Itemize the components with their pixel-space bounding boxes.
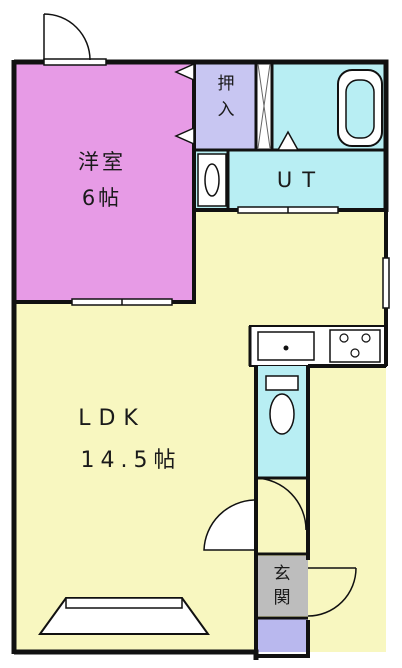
closet-label-bottom: 入: [217, 100, 235, 120]
shoe-storage: [256, 618, 308, 652]
burner-icon: [339, 333, 349, 343]
toilet-door: [255, 477, 307, 531]
outer-wall: [14, 59, 389, 212]
closet-door-icon: [174, 126, 195, 146]
western-room-size: 6帖: [81, 186, 123, 210]
burner-icon: [350, 348, 360, 358]
window: [382, 257, 390, 309]
sink-drain: [283, 345, 289, 351]
front-door: [307, 567, 357, 617]
window: [43, 58, 107, 66]
storage-cross: [257, 63, 271, 149]
outer-wall-south: [14, 649, 259, 660]
entrance-label-bottom: 関: [273, 588, 291, 608]
western-room-label: 洋室: [78, 150, 126, 174]
bathtub-inner: [345, 79, 375, 139]
bay-window-glass: [65, 597, 183, 609]
entrance-label-top: 玄: [273, 564, 291, 584]
ldk-label: LDK: [78, 406, 146, 431]
utility-label: UT: [276, 168, 326, 192]
entrance-floor: [256, 556, 308, 616]
hall-door: [203, 499, 255, 551]
closet-label-top: 押: [217, 74, 235, 94]
washbasin-bowl: [204, 163, 220, 197]
ldk-size: 14.5帖: [80, 448, 182, 473]
bath-door-icon: [276, 130, 300, 151]
toilet-icon: [269, 393, 295, 435]
hall-floor: [256, 478, 308, 552]
western-room-floor: [14, 62, 194, 302]
toilet-tank: [265, 375, 299, 391]
entry-door: [43, 13, 91, 61]
closet-floor: [196, 62, 256, 150]
burner-icon: [361, 333, 371, 343]
closet-door-icon: [174, 62, 195, 82]
